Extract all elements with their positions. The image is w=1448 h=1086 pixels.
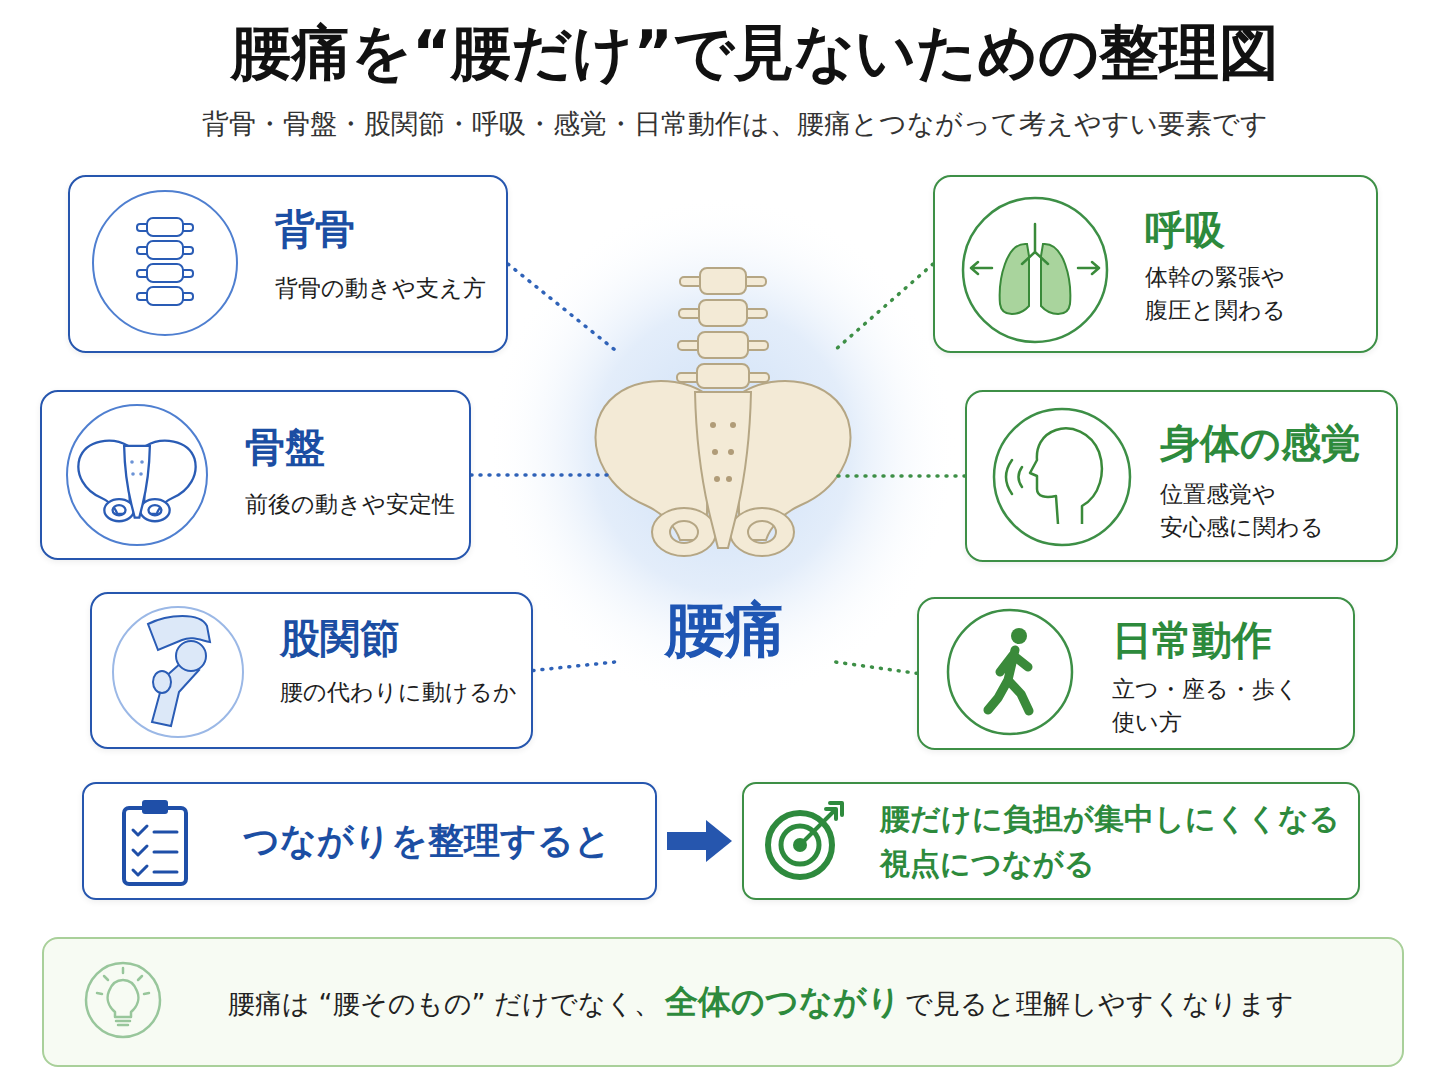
card-heading: 骨盤 <box>245 423 325 471</box>
center-glow <box>487 195 957 705</box>
block-arrow <box>667 820 732 862</box>
lungs-icon <box>963 198 1107 342</box>
walker-body <box>988 650 1029 711</box>
topic-card: 骨盤前後の動きや安定性 <box>40 390 471 560</box>
card-heading: 呼吸 <box>1145 206 1225 254</box>
foramen-dot <box>730 422 736 428</box>
head-outline <box>1030 428 1102 524</box>
pelvis-outline <box>78 441 195 522</box>
arrow-shaft <box>667 832 706 850</box>
card-heading: 背骨 <box>275 205 355 253</box>
dot <box>131 472 135 476</box>
vertebra <box>698 332 748 358</box>
topic-card: 背骨背骨の動きや支え方 <box>68 175 508 353</box>
subtitle-note: 背骨・骨盤・股関節・呼吸・感覚・日常動作は、腰痛とつながって考えやすい要素です <box>0 106 1448 141</box>
vertebra <box>700 268 746 294</box>
action-text: つながりを整理すると <box>243 817 611 866</box>
foramen-dot <box>726 476 732 482</box>
spine-icon <box>93 191 237 335</box>
foramen-dot <box>712 449 718 455</box>
femoral-head <box>176 641 206 671</box>
walker-head <box>1011 628 1027 644</box>
clipboard-board <box>124 808 186 884</box>
card-heading: 股関節 <box>280 614 400 662</box>
icon-circle <box>963 198 1107 342</box>
summary-banner: 腰痛は “腰そのもの” だけでなく、全体のつながりで見ると理解しやすくなります <box>42 937 1404 1067</box>
center-label-node: 腰痛 <box>615 350 835 662</box>
clipboard-icon <box>124 800 186 884</box>
right-lung <box>1041 244 1070 314</box>
pelvis-illustration <box>596 381 851 556</box>
walking-icon <box>948 610 1072 734</box>
dotted-connector <box>835 474 965 478</box>
dot <box>130 460 134 464</box>
dotted-connector <box>471 473 615 477</box>
center-label: 腰痛 <box>665 596 785 662</box>
vertebra <box>147 241 183 259</box>
card-heading: 身体の感覚 <box>1160 419 1361 467</box>
banner-text: で見ると理解しやすくなります <box>905 988 1294 1019</box>
arrow-head <box>706 820 732 862</box>
target-arrow <box>800 803 842 845</box>
left-lung <box>1000 244 1029 314</box>
foramen-dot <box>714 476 720 482</box>
dotted-connector <box>835 264 933 350</box>
banner-text-line: 腰痛は “腰そのもの” だけでなく、全体のつながりで見ると理解しやすくなります <box>228 980 1294 1025</box>
dotted-connector <box>508 264 615 350</box>
icon-circle <box>93 191 237 335</box>
sacral-foramina <box>710 422 736 482</box>
topic-card: 身体の感覚位置感覚や 安心感に関わる <box>965 390 1398 562</box>
foramen-dot <box>728 449 734 455</box>
foramen-dot <box>710 422 716 428</box>
checklist <box>133 826 177 875</box>
vertebra <box>147 264 183 282</box>
target-icon <box>768 803 842 877</box>
vertebra <box>147 218 183 236</box>
card-heading: 日常動作 <box>1112 616 1272 664</box>
result-text: 腰だけに負担が集中しにくくなる 視点につながる <box>880 796 1342 886</box>
clipboard-clip <box>142 800 168 814</box>
trachea <box>1022 224 1048 264</box>
card-body: 立つ・座る・歩く 使い方 <box>1112 673 1310 740</box>
topic-card: 呼吸体幹の緊張や 腹圧と関わる <box>933 175 1378 353</box>
action-box: つながりを整理すると <box>82 782 657 900</box>
dot <box>139 472 143 476</box>
topic-card: 股関節腰の代わりに動けるか <box>90 592 533 749</box>
dotted-connector <box>533 662 615 671</box>
card-body: 位置感覚や 安心感に関わる <box>1160 478 1335 545</box>
pelvis-icon <box>67 405 207 545</box>
vertebra <box>147 287 183 305</box>
lumbar-spine <box>677 268 769 388</box>
card-body: 背骨の動きや支え方 <box>275 272 486 305</box>
expand-arrows <box>971 262 1099 274</box>
page-title: 腰痛を“腰だけ”で見ないための整理図 <box>0 16 1448 88</box>
dot <box>140 460 144 464</box>
head-profile-icon <box>994 409 1130 545</box>
icon-circle <box>994 409 1130 545</box>
topic-card: 日常動作立つ・座る・歩く 使い方 <box>917 597 1355 750</box>
trochanter <box>153 671 171 693</box>
sound-waves <box>1006 460 1022 494</box>
icon-circle <box>113 607 243 737</box>
vertebra <box>697 364 749 388</box>
dotted-connector <box>835 662 917 673</box>
highlight-text: 全体のつながり <box>665 982 901 1021</box>
card-body: 前後の動きや安定性 <box>245 488 455 521</box>
result-box: 腰だけに負担が集中しにくくなる 視点につながる <box>742 782 1360 900</box>
icon-circle <box>67 405 207 545</box>
card-body: 腰の代わりに動けるか <box>280 676 517 709</box>
card-body: 体幹の緊張や 腹圧と関わる <box>1145 261 1297 328</box>
vertebra <box>699 300 747 326</box>
icon-circle <box>948 610 1072 734</box>
hip-joint-icon <box>113 607 243 737</box>
banner-text: 腰痛は “腰そのもの” だけでなく、 <box>228 988 661 1019</box>
